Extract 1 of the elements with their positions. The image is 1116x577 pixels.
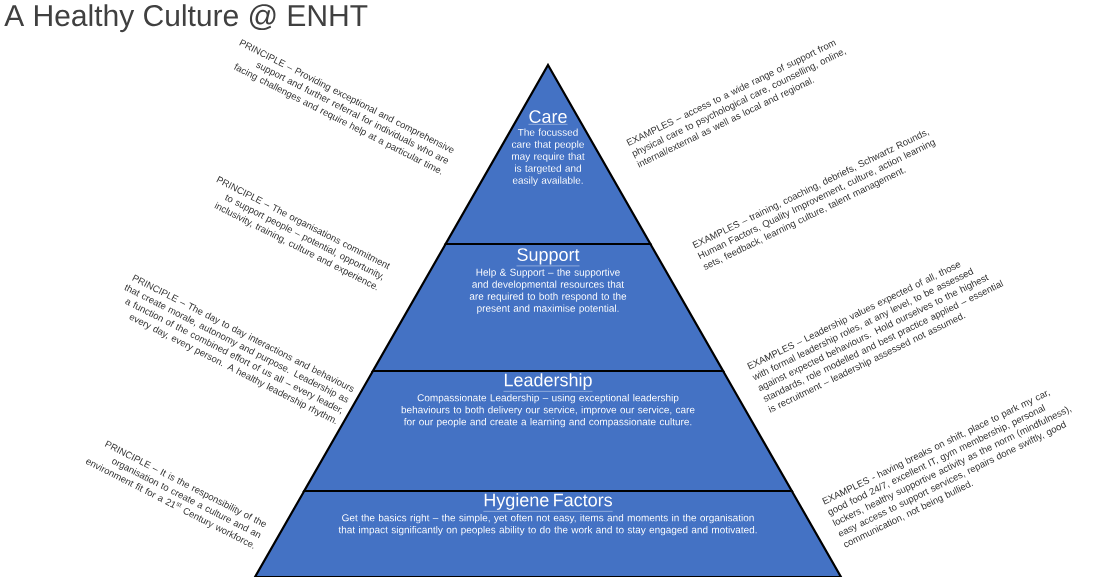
title: A Healthy Culture @ ENHT (4, 4, 368, 33)
